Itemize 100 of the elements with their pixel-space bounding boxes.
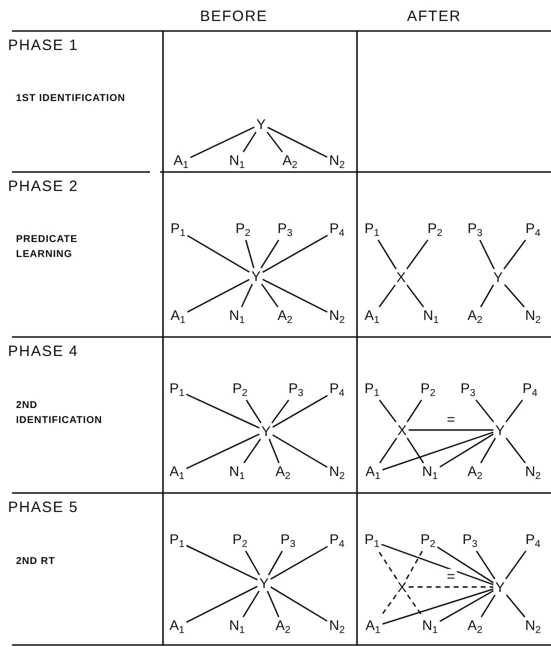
node-label: P$_{1}$	[362, 380, 382, 400]
node-label: P$_{1}$	[362, 531, 382, 551]
connecting-line	[246, 400, 262, 424]
phase-description: 2ND IDENTIFICATION	[16, 399, 104, 428]
connecting-line	[480, 284, 494, 308]
connecting-line	[382, 588, 494, 625]
node-label: A$_{1}$	[364, 617, 382, 637]
node-label: P$_{1}$	[168, 220, 188, 240]
node-label: A$_{1}$	[168, 617, 186, 637]
node-label: P$_{2}$	[426, 220, 444, 240]
node-label: P$_{2}$	[418, 380, 438, 400]
node-label: P$_{4}$	[328, 380, 346, 400]
node-label: P$_{3}$	[466, 220, 484, 240]
node-label: P$_{2}$	[234, 220, 252, 240]
node-label: P$_{2}$	[230, 380, 250, 400]
connecting-line	[242, 590, 260, 618]
node-label: X	[395, 579, 409, 595]
connecting-line	[243, 438, 262, 464]
connecting-line	[266, 590, 280, 618]
node-label: A$_{2}$	[274, 617, 292, 637]
column-heading: BEFORE	[200, 8, 268, 25]
node-label: P$_{3}$	[278, 531, 298, 551]
connecting-line	[187, 234, 250, 273]
node-label: N$_{2}$	[523, 617, 543, 637]
dashed-line	[406, 550, 423, 580]
node-label: N$_{2}$	[327, 617, 347, 637]
connecting-line	[378, 240, 397, 270]
connecting-line	[262, 234, 328, 273]
connecting-line	[505, 400, 524, 422]
connecting-line	[503, 240, 526, 270]
connecting-line	[186, 434, 260, 470]
node-label: A$_{1}$	[168, 307, 188, 327]
node-label: P$_{4}$	[520, 380, 540, 400]
node-label: N$_{1}$	[421, 307, 441, 327]
node-label: A$_{1}$	[364, 463, 382, 483]
node-label: Y	[259, 423, 273, 439]
connecting-line	[480, 438, 496, 464]
connecting-line	[480, 594, 496, 618]
phase-heading: PHASE 2	[8, 178, 78, 195]
node-label: A$_{2}$	[466, 307, 484, 327]
phase-description: PREDICATE LEARNING	[16, 233, 79, 262]
connecting-line	[475, 400, 494, 422]
node-label: N$_{1}$	[227, 463, 247, 483]
connecting-line	[381, 544, 494, 586]
node-label: Y	[249, 268, 263, 284]
connecting-line	[476, 550, 496, 580]
connecting-line	[268, 438, 280, 464]
node-label: Y	[257, 575, 271, 591]
connecting-line	[186, 394, 260, 429]
connecting-line	[271, 400, 290, 424]
node-label: N$_{1}$	[227, 307, 247, 327]
phase-heading: PHASE 5	[8, 499, 78, 516]
node-label: P$_{3}$	[276, 220, 294, 240]
connecting-line	[186, 586, 258, 623]
connecting-line	[437, 546, 494, 584]
node-label: X	[395, 422, 409, 438]
connecting-line	[378, 400, 397, 422]
node-label: Y	[493, 422, 507, 438]
connecting-line	[378, 284, 396, 308]
node-label: N$_{1}$	[420, 617, 440, 637]
connecting-line	[260, 240, 280, 268]
connecting-line	[272, 394, 328, 428]
connecting-line	[504, 284, 525, 308]
connecting-line	[190, 126, 255, 158]
connecting-line	[268, 550, 283, 576]
node-label: P$_{3}$	[460, 531, 480, 551]
connecting-line	[505, 550, 526, 580]
node-label: A$_{1}$	[362, 307, 382, 327]
dashed-line	[408, 586, 494, 588]
node-label: X	[394, 269, 408, 285]
node-label: A$_{2}$	[276, 307, 294, 327]
node-label: A$_{1}$	[172, 152, 190, 172]
node-label: N$_{2}$	[327, 463, 347, 483]
node-label: N$_{1}$	[227, 617, 247, 637]
connecting-line	[245, 240, 254, 268]
phase-description: 2ND RT	[16, 555, 56, 569]
node-label: P$_{1}$	[168, 380, 186, 400]
node-label: A$_{2}$	[280, 152, 300, 172]
node-label: P$_{1}$	[362, 220, 382, 240]
phase-description: 1ST IDENTIFICATION	[16, 92, 126, 106]
node-label: Y	[491, 269, 505, 285]
connecting-line	[242, 132, 257, 152]
connecting-line	[245, 550, 260, 576]
phase-heading: PHASE 1	[8, 37, 78, 54]
connecting-line	[266, 132, 283, 152]
node-label: N$_{1}$	[420, 463, 440, 483]
connecting-line	[187, 278, 250, 313]
node-label: A$_{2}$	[274, 463, 292, 483]
dashed-line	[380, 594, 397, 618]
node-label: P$_{2}$	[418, 531, 438, 551]
connecting-line	[406, 400, 422, 422]
connecting-line	[262, 278, 328, 313]
connecting-line	[506, 438, 526, 464]
connecting-line	[406, 438, 424, 464]
node-label: A$_{2}$	[466, 463, 484, 483]
node-label: P$_{4}$	[328, 220, 346, 240]
dashed-line	[378, 550, 398, 580]
connecting-line	[267, 126, 328, 158]
node-label: P$_{2}$	[230, 531, 250, 551]
node-label: P$_{4}$	[328, 531, 346, 551]
